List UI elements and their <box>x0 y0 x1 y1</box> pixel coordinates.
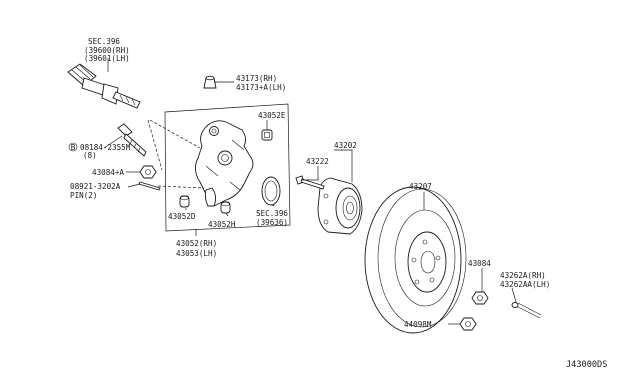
leader-lines <box>103 58 517 325</box>
label-43222: 43222 <box>306 157 329 166</box>
callout-b-letter: B <box>71 143 76 152</box>
bolt-08184-2355m <box>117 123 147 157</box>
label-43173a: 43173+A(LH) <box>236 83 286 92</box>
nut-43084 <box>471 291 489 305</box>
cap-43173 <box>203 75 217 89</box>
label-08921: 08921-3202A <box>70 182 121 191</box>
label-39600: (39600(RH) <box>84 46 130 55</box>
label-43052: 43052(RH) <box>176 239 217 248</box>
callout-b-symbol: B <box>68 142 78 152</box>
label-43202: 43202 <box>334 141 357 150</box>
stud-43222 <box>295 175 325 190</box>
pin-08921-3202a <box>138 181 161 191</box>
drive-shaft-drawing <box>67 63 141 109</box>
label-43173: 43173(RH) <box>236 74 277 83</box>
label-43053: 43053(LH) <box>176 249 217 258</box>
label-44098m: 44098M <box>404 320 432 329</box>
label-43207: 43207 <box>409 182 432 191</box>
knuckle-assembly-frame <box>164 103 291 232</box>
label-43262aa: 43262AA(LH) <box>500 280 550 289</box>
nut-44098m <box>459 317 477 331</box>
label-43052d: 43052D <box>168 212 196 221</box>
cotter-pin-43262a <box>511 302 542 319</box>
part-labels: SEC.396 (39600(RH) (39601(LH) 43173(RH) … <box>70 37 607 370</box>
label-43052e: 43052E <box>258 111 286 120</box>
seal-39636 <box>261 176 281 206</box>
hub-bearing-43202 <box>317 177 363 235</box>
nut-43084a <box>139 165 157 179</box>
label-sec396-mid: SEC.396 <box>256 209 288 218</box>
bushing-43052h <box>220 201 231 214</box>
dashed-leaders <box>147 119 205 189</box>
diagram-id: J43000DS <box>566 360 607 370</box>
bushing-43052e <box>261 129 273 141</box>
label-43084a: 43084+A <box>92 168 124 177</box>
label-43052h: 43052H <box>208 220 236 229</box>
label-43084: 43084 <box>468 259 491 268</box>
bushing-43052d <box>179 195 190 208</box>
brake-rotor-43207 <box>364 186 467 334</box>
label-pin: PIN(2) <box>70 191 97 200</box>
label-39601: (39601(LH) <box>84 54 130 63</box>
knuckle-drawing <box>195 120 254 207</box>
label-08184: 08184-2355M <box>80 143 131 152</box>
label-39636: (39636) <box>256 218 288 227</box>
label-sec396-top: SEC.396 <box>88 37 120 46</box>
label-43262a: 43262A(RH) <box>500 271 546 280</box>
label-08184-qty: (8) <box>83 151 97 160</box>
